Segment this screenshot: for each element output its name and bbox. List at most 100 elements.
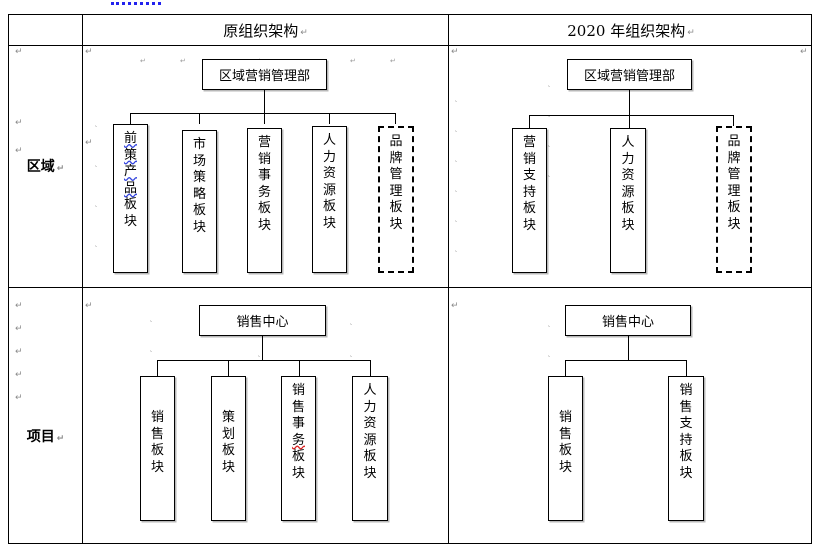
node-root-project-original[interactable]: 销售中心 (199, 305, 326, 336)
node-area-original-2[interactable]: 营 销 事 务 板 块 (247, 128, 282, 273)
char: 板 (123, 197, 137, 212)
pilcrow-icon: ↵ (451, 47, 459, 57)
node-label-vertical: 销 售 事 务 板 块 (282, 377, 315, 520)
paragraph-tick-icon: ˻ (95, 159, 98, 167)
paragraph-tick-icon: ˻ (455, 124, 458, 132)
node-label-vertical: 品 牌 管 理 板 块 (380, 128, 412, 271)
node-project-original-3[interactable]: 人 力 资 源 板 块 (352, 376, 388, 521)
connector-drop (395, 113, 396, 124)
char: 管 (727, 167, 741, 182)
char: 资 (363, 416, 377, 431)
pilcrow-icon: ↵ (15, 47, 23, 57)
pilcrow-icon: ↵ (687, 27, 695, 38)
comment-anchor-icon (111, 2, 161, 8)
header-original-structure-label: 原组织架构 (223, 21, 299, 40)
paragraph-tick-icon: ˻ (95, 199, 98, 207)
char: 板 (291, 449, 305, 464)
connector-horizontal (529, 115, 733, 116)
connector-drop (199, 113, 200, 124)
paragraph-tick-icon: ˻ (455, 244, 458, 252)
char: 品 (123, 180, 137, 196)
header-new-structure: 2020 年组织架构 ↵ (448, 16, 812, 44)
char: 销 (558, 410, 572, 425)
pilcrow-icon: ↵ (56, 433, 65, 444)
char: 品 (727, 134, 741, 149)
char: 板 (679, 449, 693, 464)
row-label-project-text: 项目 (26, 429, 55, 445)
char: 销 (150, 410, 164, 425)
node-label-vertical: 人 力 资 源 板 块 (313, 127, 346, 272)
char: 售 (679, 399, 693, 415)
node-label: 销售中心 (601, 315, 654, 330)
char: 块 (727, 216, 741, 232)
pilcrow-icon: ↵ (15, 324, 23, 334)
connector-drop (686, 360, 687, 376)
node-area-new-0[interactable]: 营 销 支 持 板 块 (512, 128, 547, 273)
node-area-original-0[interactable]: 前 策 产 品 板 块 (113, 124, 148, 273)
node-area-original-4[interactable]: 品 牌 管 理 板 块 (378, 126, 414, 273)
char: 块 (322, 215, 336, 231)
char: 板 (522, 201, 536, 216)
node-area-new-2[interactable]: 品 牌 管 理 板 块 (716, 126, 752, 273)
node-project-original-1[interactable]: 策 划 板 块 (211, 376, 246, 521)
node-root-project-new[interactable]: 销售中心 (565, 305, 691, 336)
char: 略 (192, 186, 206, 202)
pilcrow-icon: ↵ (15, 370, 23, 380)
node-root-area-new[interactable]: 区域营销管理部 (567, 59, 692, 90)
node-project-new-0[interactable]: 销 售 板 块 (548, 376, 583, 521)
char: 块 (363, 465, 377, 481)
char: 块 (291, 465, 305, 481)
char: 资 (322, 166, 336, 181)
node-label-vertical: 策 划 板 块 (212, 377, 245, 520)
node-area-original-3[interactable]: 人 力 资 源 板 块 (312, 126, 347, 273)
char: 板 (257, 201, 271, 216)
char: 售 (291, 399, 305, 415)
connector-horizontal (130, 113, 395, 114)
node-label-vertical: 前 策 产 品 板 块 (114, 125, 147, 272)
char: 持 (522, 184, 536, 200)
char: 板 (363, 449, 377, 464)
char: 块 (679, 465, 693, 481)
char: 售 (558, 426, 572, 442)
node-project-new-1[interactable]: 销 售 支 持 板 块 (668, 376, 704, 521)
pilcrow-icon: ↵ (85, 301, 93, 311)
char: 产 (123, 164, 137, 179)
node-area-new-1[interactable]: 人 力 资 源 板 块 (610, 128, 646, 273)
node-project-original-2[interactable]: 销 售 事 务 板 块 (281, 376, 316, 521)
char: 板 (221, 443, 235, 458)
char: 持 (679, 432, 693, 448)
node-area-original-1[interactable]: 市 场 策 略 板 块 (182, 130, 217, 273)
connector-drop (157, 360, 158, 376)
node-root-area-original[interactable]: 区域营销管理部 (202, 59, 327, 90)
char: 事 (291, 416, 305, 431)
pilcrow-icon: ↵ (56, 163, 65, 174)
char: 块 (192, 219, 206, 235)
node-label-vertical: 人 力 资 源 板 块 (611, 129, 645, 272)
char: 板 (322, 199, 336, 214)
connector-vertical (629, 90, 630, 115)
char: 理 (727, 183, 741, 199)
connector-drop (529, 115, 530, 128)
paragraph-tick-icon: ˻ (455, 94, 458, 102)
row-label-project: 项目 ↵ (8, 425, 81, 447)
paragraph-tick-icon: ˻ (548, 79, 551, 87)
char: 块 (123, 213, 137, 229)
char: 划 (221, 426, 235, 442)
char: 销 (522, 151, 536, 167)
char: 策 (221, 410, 235, 425)
char: 块 (621, 217, 635, 233)
pilcrow-icon: ↵ (800, 47, 808, 57)
paragraph-tick-icon: ˻ (150, 314, 153, 322)
node-label-vertical: 销 售 板 块 (549, 377, 582, 520)
paragraph-tick-icon: ˻ (258, 349, 261, 357)
row-label-area-text: 区域 (26, 159, 55, 175)
char: 品 (389, 134, 403, 149)
node-project-original-0[interactable]: 销 售 板 块 (140, 376, 175, 521)
header-original-structure: 原组织架构 ↵ (82, 16, 447, 44)
char: 理 (389, 183, 403, 199)
char: 策 (123, 147, 137, 163)
connector-drop (565, 360, 566, 376)
connector-drop (264, 113, 265, 124)
char: 人 (322, 133, 336, 148)
node-label: 销售中心 (236, 315, 289, 330)
